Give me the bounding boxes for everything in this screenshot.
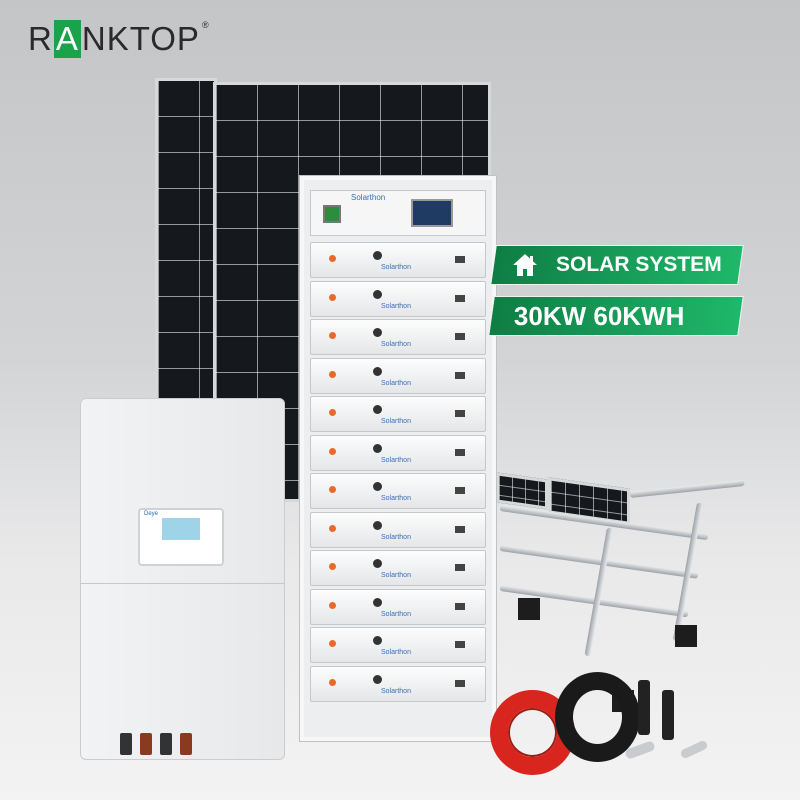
power-switch [323, 205, 341, 223]
inverter-display: Deye [138, 508, 224, 566]
module-indicator [455, 487, 465, 494]
solar-system-banner: SOLAR SYSTEM [490, 245, 744, 285]
house-icon [513, 254, 537, 276]
breaker-knob [373, 559, 382, 568]
mount-rail [629, 479, 745, 498]
module-brand: Solarthon [381, 649, 411, 656]
breaker-knob [373, 520, 382, 530]
terminal [329, 409, 336, 416]
battery-module: Solarthon [310, 357, 486, 394]
terminal [329, 332, 336, 339]
mount-foot [675, 625, 697, 647]
logo-highlight: A [53, 20, 81, 58]
battery-brand: Solarthon [351, 193, 386, 202]
battery-module: Solarthon [310, 434, 486, 471]
battery-module: Solarthon [310, 242, 486, 278]
module-indicator [455, 333, 465, 340]
battery-module: Solarthon [310, 473, 486, 509]
breaker-knob [373, 328, 382, 337]
terminal [329, 255, 336, 262]
module-indicator [455, 410, 465, 417]
terminal [329, 486, 336, 493]
terminal [329, 447, 336, 455]
inverter-brand: Deye [144, 511, 159, 517]
cable-port [140, 733, 152, 755]
battery-module: Solarthon [310, 280, 486, 317]
breaker-knob [373, 289, 382, 299]
cable-lug [679, 739, 709, 760]
logo-text: NKTOP [81, 20, 200, 57]
mount-rail [584, 527, 613, 657]
battery-module: Solarthon [310, 550, 486, 586]
battery-module: Solarthon [310, 396, 486, 432]
solar-panel-small [496, 472, 548, 510]
inverter-screen [162, 518, 200, 540]
terminal [329, 293, 336, 301]
battery-module: Solarthon [310, 665, 486, 702]
mc4-connector [638, 680, 650, 735]
breaker-knob [373, 405, 382, 414]
breaker-knob [373, 482, 382, 491]
breaker-knob [373, 251, 382, 260]
module-indicator [455, 256, 465, 263]
module-brand: Solarthon [381, 610, 411, 618]
battery-module: Solarthon [310, 511, 486, 548]
controller-display [411, 199, 453, 227]
mc4-connector [662, 690, 674, 740]
module-indicator [455, 294, 465, 302]
terminal [329, 640, 336, 647]
cable-port [160, 733, 172, 755]
module-indicator [455, 679, 465, 687]
terminal [329, 524, 336, 532]
module-indicator [455, 602, 465, 610]
module-brand: Solarthon [381, 495, 411, 502]
banner-label: 30KW 60KWH [514, 300, 685, 331]
terminal [329, 601, 336, 609]
terminal [329, 370, 336, 378]
battery-module: Solarthon [310, 588, 486, 625]
module-indicator [455, 525, 465, 533]
module-brand: Solarthon [381, 456, 411, 464]
module-brand: Solarthon [381, 572, 411, 579]
registered-mark: ® [201, 20, 210, 30]
module-brand: Solarthon [381, 687, 411, 695]
module-indicator [455, 448, 465, 456]
module-brand: Solarthon [381, 418, 411, 425]
module-indicator [455, 371, 465, 379]
battery-module: Solarthon [310, 319, 486, 355]
cable-port [120, 733, 132, 755]
breaker-knob [373, 597, 382, 607]
battery-controller: Solarthon [310, 190, 486, 236]
module-brand: Solarthon [381, 341, 411, 348]
breaker-knob [373, 674, 382, 684]
module-brand: Solarthon [381, 533, 411, 541]
inverter-seam [80, 583, 285, 584]
cable-port [180, 733, 192, 755]
breaker-knob [373, 636, 382, 645]
battery-module: Solarthon [310, 627, 486, 663]
module-indicator [455, 564, 465, 571]
solar-panel-back [155, 78, 217, 423]
terminal [329, 678, 336, 686]
mount-foot [518, 598, 540, 620]
capacity-banner: 30KW 60KWH [488, 296, 744, 336]
module-brand: Solarthon [381, 302, 411, 310]
hybrid-inverter: Deye [80, 398, 285, 760]
module-brand: Solarthon [381, 379, 411, 387]
breaker-knob [373, 443, 382, 453]
breaker-knob [373, 366, 382, 376]
module-indicator [455, 641, 465, 648]
terminal [329, 563, 336, 570]
logo-text: R [28, 20, 53, 57]
module-brand: Solarthon [381, 264, 411, 271]
banner-label: SOLAR SYSTEM [556, 253, 722, 276]
